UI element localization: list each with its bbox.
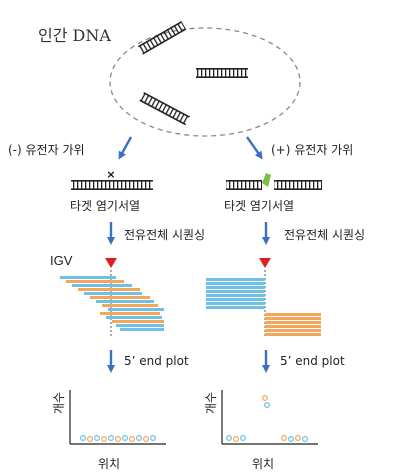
left-xlabel: 위치 xyxy=(98,457,121,471)
scissors-green-icon xyxy=(262,173,271,187)
left-condition-label: (-) 유전자 가위 xyxy=(8,143,85,157)
arrow-right-top xyxy=(246,136,263,160)
right-target-dna-left xyxy=(226,180,262,190)
right-target-dna-right xyxy=(274,180,322,190)
left-plot-label: 5’ end plot xyxy=(124,354,189,368)
right-cut-marker xyxy=(259,258,271,268)
right-xlabel: 위치 xyxy=(252,457,275,471)
left-target-dna xyxy=(71,180,153,190)
left-cut-marker xyxy=(105,258,117,268)
right-target-label: 타겟 염기서열 xyxy=(224,199,295,213)
dna-pool-circle xyxy=(109,27,301,137)
left-target-label: 타겟 염기서열 xyxy=(70,199,141,213)
dna-fragment-2 xyxy=(196,68,248,78)
left-plot-points xyxy=(79,435,157,443)
dna-fragment-1 xyxy=(138,21,187,55)
right-plot-label: 5’ end plot xyxy=(280,354,345,368)
title: 인간 DNA xyxy=(38,26,111,45)
right-plot-points xyxy=(226,395,309,443)
igv-label: IGV xyxy=(50,253,73,268)
right-ylabel: 개수 xyxy=(204,391,218,414)
right-condition-label: (+) 유전자 가위 xyxy=(271,143,354,157)
dna-fragment-3 xyxy=(139,92,190,126)
left-ylabel: 개수 xyxy=(52,391,66,414)
right-sequencing-label: 전유전체 시퀀싱 xyxy=(284,228,366,242)
left-igv-reads xyxy=(60,270,164,338)
arrow-left-top xyxy=(118,136,133,160)
right-igv-reads xyxy=(206,270,321,338)
right-plot-axes xyxy=(221,390,318,445)
left-sequencing-label: 전유전체 시퀀싱 xyxy=(124,228,206,242)
left-plot-axes xyxy=(69,390,166,445)
cut-x-icon: × xyxy=(106,168,115,181)
